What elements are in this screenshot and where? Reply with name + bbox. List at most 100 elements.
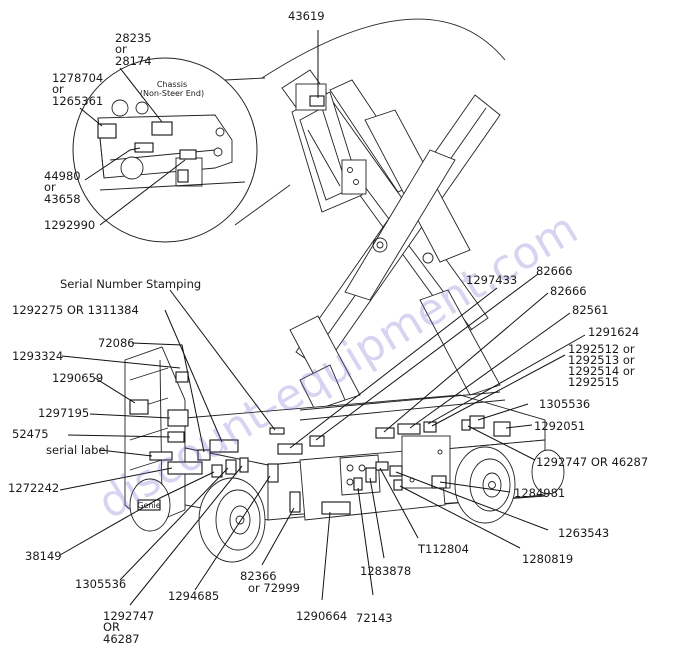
decal-1272242: [167, 461, 203, 475]
callout-1294685: 1294685: [168, 589, 219, 603]
decal-82666-b: [375, 427, 395, 439]
callout-28235-l1: 28235: [115, 31, 152, 45]
decal-1305536-right: [469, 415, 485, 429]
decal-inset-d: [179, 149, 197, 160]
callout-1290664: 1290664: [296, 609, 347, 623]
decal-inset-b: [151, 121, 173, 136]
inset-chassis-bracket: [97, 99, 246, 191]
decal-82561: [397, 423, 421, 435]
decal-1290664: [321, 501, 351, 515]
callout-43619: 43619: [288, 9, 325, 23]
machine-drawing: [124, 18, 565, 563]
leader-1283878: [369, 477, 385, 559]
leader-1292990: [99, 159, 186, 226]
callout-1292051: 1292051: [534, 419, 585, 433]
callout-1292747-left-l2: OR: [103, 620, 120, 634]
leader-82666-a: [315, 273, 539, 441]
leader-1297195: [89, 413, 171, 419]
callout-82366-l1: 82366: [240, 569, 277, 583]
callout-1292747-left-l3: 46287: [103, 632, 140, 646]
decal-inset-e: [177, 169, 189, 183]
decal-serial-stamp: [269, 427, 285, 435]
leader-lines: [59, 30, 586, 606]
leader-38149: [59, 471, 215, 556]
callout-44980-l3: 43658: [44, 192, 81, 206]
callout-serial-label: serial label: [46, 443, 109, 457]
inset-title-line2: (Non-Steer End): [140, 89, 204, 98]
callout-72143: 72143: [356, 611, 393, 625]
callout-1292275: 1292275 OR 1311384: [12, 303, 139, 317]
callout-1292747-left-l1: 1292747: [103, 609, 154, 623]
callout-72086: 72086: [98, 336, 135, 350]
decal-1297433: [277, 443, 303, 455]
decal-inset-a: [97, 123, 117, 139]
leader-T112804: [379, 467, 419, 539]
callout-1280819: 1280819: [522, 552, 573, 566]
leader-1292275: [164, 309, 223, 443]
callout-82366-l2: or 72999: [248, 581, 300, 595]
callout-1305536-left: 1305536: [75, 577, 126, 591]
decal-1290659: [129, 399, 149, 415]
leader-1292747-left: [129, 465, 243, 606]
leader-82666-b: [383, 292, 549, 433]
callout-1292512-l1: 1292512 or: [568, 342, 635, 356]
scissor-arms: [281, 69, 501, 411]
callout-1283878: 1283878: [360, 564, 411, 578]
leader-1291624: [427, 334, 586, 425]
decal-1263543: [389, 465, 403, 477]
leader-1294685: [194, 475, 271, 591]
callout-44980-l1: 44980: [44, 169, 81, 183]
callout-38149: 38149: [25, 549, 62, 563]
callout-82666-b: 82666: [550, 284, 587, 298]
leader-1272242: [59, 467, 173, 491]
decal-82666-a: [309, 435, 325, 447]
inset-detail: Chassis (Non-Steer End): [72, 57, 291, 243]
callout-82561: 82561: [572, 303, 609, 317]
leader-1284981: [439, 481, 511, 493]
decal-1292747-left: [239, 457, 249, 473]
callout-44980-l2: or: [44, 180, 56, 194]
decal-1297195: [167, 409, 189, 427]
callout-1292512-l4: 1292515: [568, 375, 619, 389]
callout-28235-l3: 28174: [115, 54, 152, 68]
leader-1263543: [395, 471, 549, 531]
decal-1292275: [209, 439, 239, 453]
leader-serial-stamp: [169, 289, 276, 431]
callout-1290659: 1290659: [52, 371, 103, 385]
wheel-rear-right: [531, 449, 565, 495]
decal-1283878: [365, 467, 377, 483]
decal-genie-text: Genie: [137, 501, 160, 510]
decal-1280819: [393, 479, 403, 491]
decal-1292051: [493, 421, 511, 437]
leader-1290659: [94, 377, 136, 404]
leader-1278704: [79, 107, 103, 127]
decal-1293324: [175, 371, 189, 383]
callout-1305536-right: 1305536: [539, 397, 590, 411]
leader-1290664: [321, 511, 331, 601]
decal-1294685: [267, 463, 279, 483]
decal-genie-logo: [137, 499, 161, 511]
decal-top-43619: [309, 95, 325, 107]
callout-1292512-l3: 1292514 or: [568, 364, 635, 378]
leader-1280819: [399, 485, 521, 549]
callout-1263543: 1263543: [558, 526, 609, 540]
callout-1297195: 1297195: [38, 406, 89, 420]
background-arc: [261, 18, 506, 79]
leader-44980: [84, 147, 141, 181]
wheel-front-right: [454, 446, 516, 524]
decals: Genie: [129, 95, 511, 515]
leader-82366: [261, 507, 295, 566]
callout-1278704-l2: or: [52, 82, 64, 96]
callout-1278704-l1: 1278704: [52, 71, 103, 85]
decal-inset-c: [134, 142, 154, 153]
callout-1297433: 1297433: [466, 273, 517, 287]
callout-1292747-right: 1292747 OR 46287: [536, 455, 648, 469]
leader-1292747-right: [467, 425, 536, 461]
leader-1293324: [61, 355, 181, 369]
leader-1305536-right: [477, 403, 529, 421]
leader-28235: [119, 67, 163, 123]
leader-52475: [67, 434, 171, 438]
callout-52475: 52475: [12, 427, 49, 441]
